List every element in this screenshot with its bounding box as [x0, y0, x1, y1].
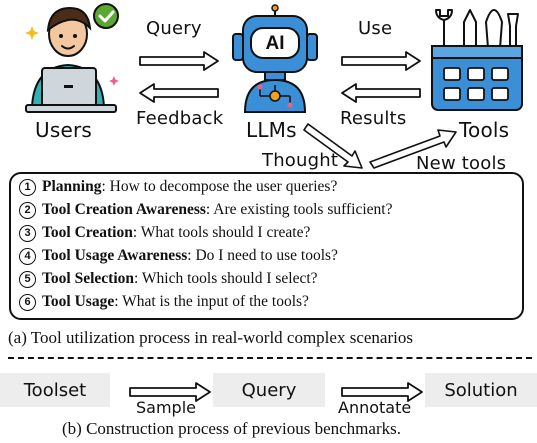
- step-tool-creation: 3 Tool Creation: What tools should I crea…: [19, 224, 310, 242]
- thought-arrows: [303, 123, 457, 169]
- solution-box: Solution: [425, 373, 537, 407]
- query-box: Query: [213, 373, 325, 407]
- tools-icon: [431, 9, 523, 111]
- step-title: Tool Creation: [42, 224, 133, 241]
- sample-arrow: [129, 382, 211, 402]
- sample-label: Sample: [136, 398, 196, 417]
- step-tool-selection: 5 Tool Selection: Which tools should I se…: [19, 270, 318, 288]
- toolset-box: Toolset: [0, 373, 110, 407]
- step-number: 1: [19, 179, 36, 196]
- results-label: Results: [340, 108, 407, 129]
- thought-label: Thought: [262, 150, 339, 171]
- steps-box: 1 Planning: How to decompose the user que…: [9, 172, 524, 320]
- query-arrow: [139, 51, 219, 71]
- step-title: Tool Creation Awareness: [42, 201, 206, 218]
- feedback-arrow: [139, 83, 219, 103]
- step-number: 2: [19, 202, 36, 219]
- caption-b: (b) Construction process of previous ben…: [62, 419, 401, 438]
- query-label: Query: [146, 18, 202, 39]
- sparkle-icon-2: [109, 76, 119, 86]
- feedback-label: Feedback: [136, 108, 224, 129]
- step-number: 6: [19, 294, 36, 311]
- annotate-arrow: [341, 382, 423, 402]
- step-text: : Which tools should I select?: [134, 270, 318, 287]
- new-tools-label: New tools: [416, 153, 507, 174]
- caption-a: (a) Tool utilization process in real-wor…: [8, 328, 413, 347]
- step-text: : What is the input of the tools?: [114, 293, 309, 310]
- step-text: : Do I need to use tools?: [187, 247, 338, 264]
- step-tool-creation-awareness: 2 Tool Creation Awareness: Are existing t…: [19, 201, 392, 219]
- tools-label: Tools: [459, 118, 510, 142]
- sparkle-icon: [25, 26, 39, 40]
- step-title: Tool Usage: [42, 293, 115, 310]
- step-text: : What tools should I create?: [132, 224, 311, 241]
- step-planning: 1 Planning: How to decompose the user que…: [19, 178, 337, 196]
- user-illustration: [25, 3, 119, 113]
- ai-badge: AI: [265, 33, 285, 54]
- llms-label: LLMs: [246, 118, 297, 142]
- use-arrow: [341, 51, 421, 71]
- step-title: Tool Selection: [42, 270, 135, 287]
- step-title: Tool Usage Awareness: [42, 247, 188, 264]
- annotate-label: Annotate: [338, 398, 412, 417]
- step-number: 3: [19, 225, 36, 242]
- step-tool-usage-awareness: 4 Tool Usage Awareness: Do I need to use …: [19, 247, 338, 265]
- dashed-divider: [8, 357, 532, 359]
- robot-icon: [232, 4, 318, 113]
- step-number: 5: [19, 271, 36, 288]
- step-title: Planning: [42, 178, 102, 195]
- step-text: : Are existing tools sufficient?: [205, 201, 393, 218]
- results-arrow: [341, 83, 421, 103]
- step-text: : How to decompose the user queries?: [101, 178, 338, 195]
- users-label: Users: [35, 118, 93, 142]
- step-tool-usage: 6 Tool Usage: What is the input of the to…: [19, 293, 309, 311]
- use-label: Use: [358, 18, 393, 39]
- step-number: 4: [19, 248, 36, 265]
